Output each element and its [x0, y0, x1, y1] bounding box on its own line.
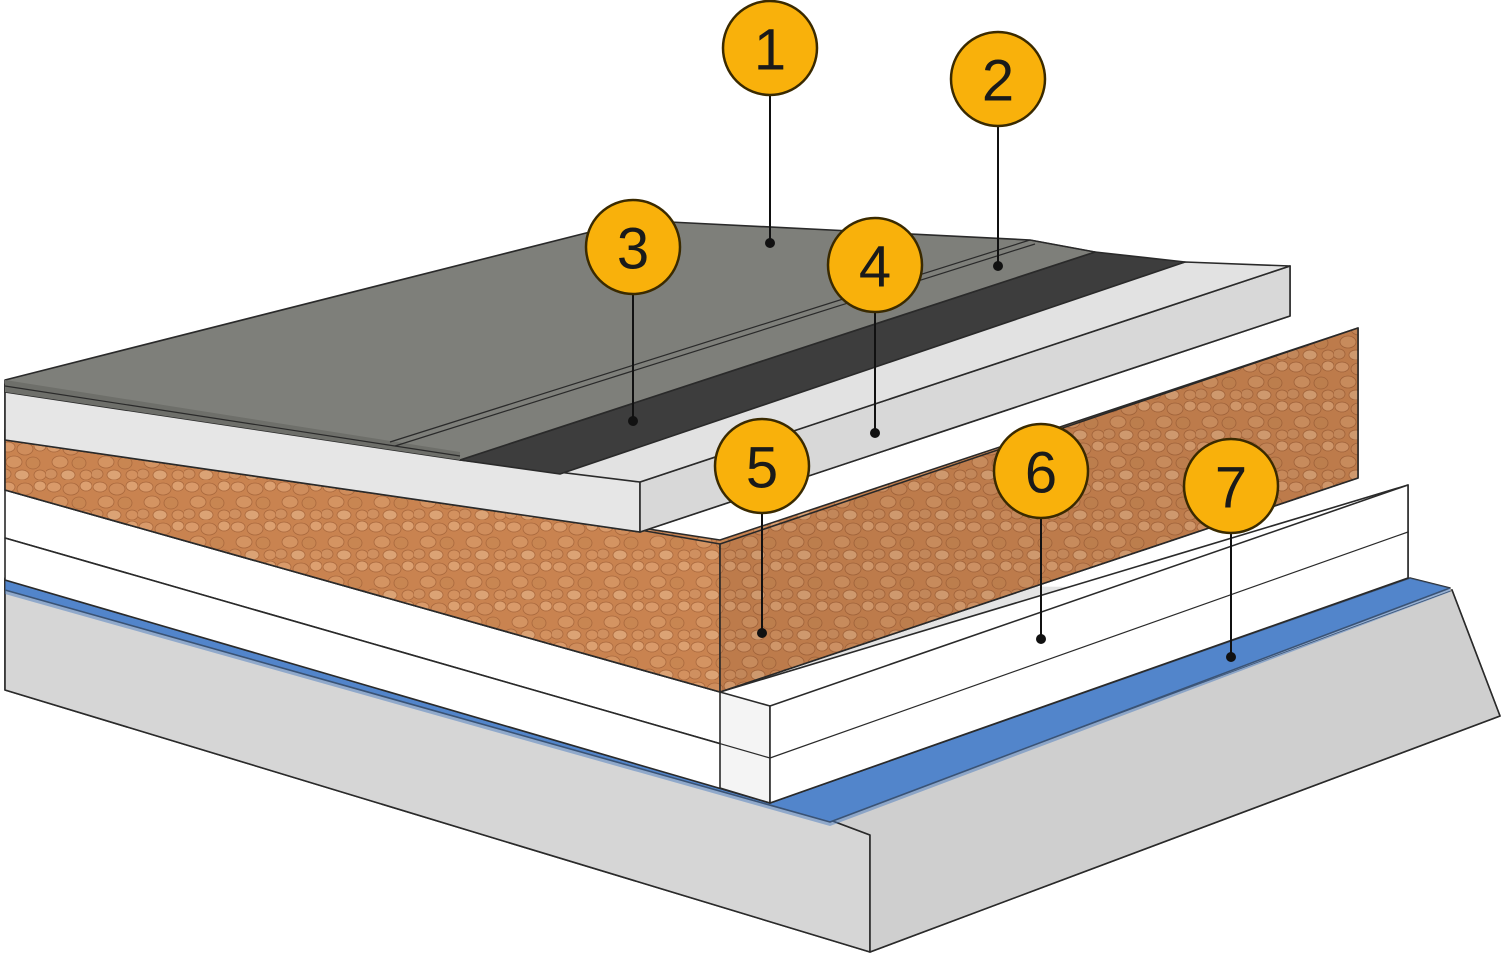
anchor-dot-7	[1226, 652, 1236, 662]
callout-5-number: 5	[746, 436, 778, 501]
callout-7-number: 7	[1215, 456, 1247, 521]
callout-1-number: 1	[754, 18, 786, 83]
anchor-dot-6	[1036, 634, 1046, 644]
top-membrane-layer	[4, 221, 1096, 461]
insulation-layer	[4, 484, 1409, 804]
callout-1: 1	[721, 0, 819, 97]
callout-2-badge	[949, 30, 1047, 128]
anchor-dot-4	[870, 428, 880, 438]
callout-6-number: 6	[1025, 441, 1057, 506]
callout-2: 2	[949, 30, 1047, 128]
anchor-dot-5	[757, 628, 767, 638]
anchor-dot-2	[993, 261, 1003, 271]
callout-6-badge	[992, 422, 1090, 520]
anchor-dot-3	[628, 416, 638, 426]
callout-5-badge	[713, 417, 811, 515]
callout-1-badge	[721, 0, 819, 97]
callout-7-badge	[1182, 437, 1280, 535]
callout-4-number: 4	[859, 235, 891, 300]
callout-6: 6	[992, 422, 1090, 520]
callout-3-badge	[584, 198, 682, 296]
callout-4: 4	[826, 216, 924, 314]
callout-3: 3	[584, 198, 682, 296]
anchor-dot-1	[765, 238, 775, 248]
callout-5: 5	[713, 417, 811, 515]
callout-4-badge	[826, 216, 924, 314]
callout-2-number: 2	[982, 49, 1014, 114]
leader-lines	[628, 95, 1236, 662]
callout-3-number: 3	[617, 217, 649, 282]
callout-7: 7	[1182, 437, 1280, 535]
